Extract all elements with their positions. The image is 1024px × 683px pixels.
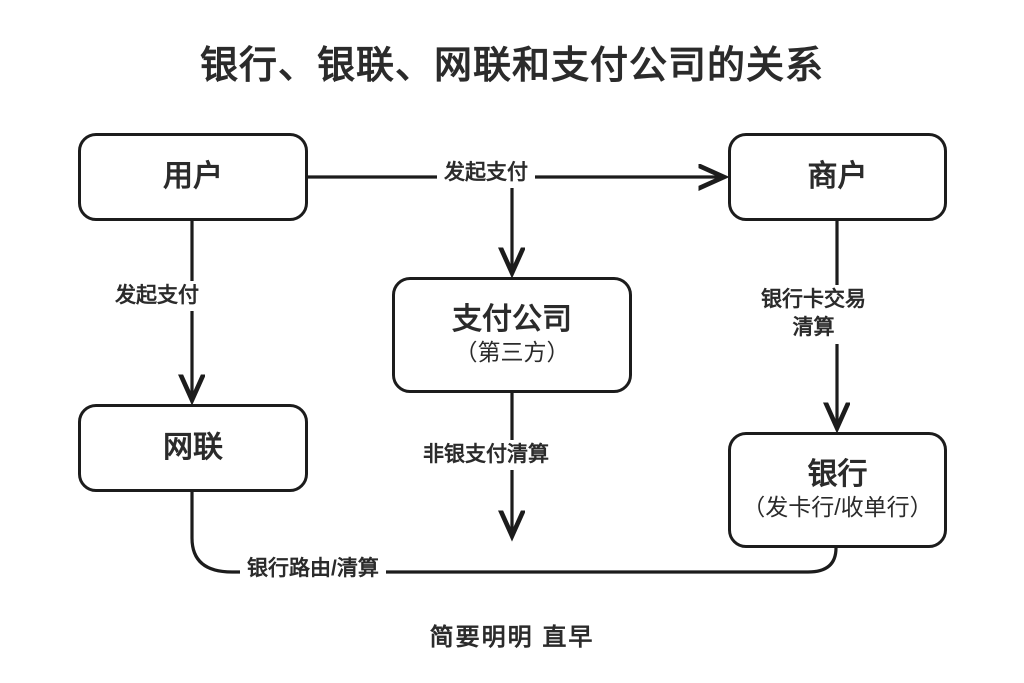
- node-payment-company-sublabel: （第三方）: [454, 339, 570, 366]
- node-user[interactable]: 用户: [78, 133, 308, 221]
- edge-label-merchant-to-bank: 银行卡交易 清算: [755, 285, 872, 344]
- node-nuc-label: 网联: [163, 430, 223, 464]
- node-user-label: 用户: [163, 159, 223, 193]
- footer-caption: 简要明明 直早: [429, 624, 595, 651]
- edge-label-psp-down: 非银支付清算: [416, 440, 556, 471]
- node-payment-company[interactable]: 支付公司 （第三方）: [392, 277, 632, 393]
- edge-label-merchant-to-bank-line1: 银行卡交易: [761, 288, 866, 311]
- node-merchant-label: 商户: [807, 159, 868, 193]
- node-nuc[interactable]: 网联: [78, 404, 308, 492]
- node-merchant[interactable]: 商户: [728, 133, 947, 221]
- node-payment-company-label: 支付公司: [452, 302, 572, 336]
- edge-label-user-to-nuc: 发起支付: [108, 281, 206, 312]
- edge-label-nuc-to-bank: 银行路由/清算: [240, 554, 386, 585]
- node-bank[interactable]: 银行 （发卡行/收单行）: [728, 432, 947, 548]
- node-bank-sublabel: （发卡行/收单行）: [742, 494, 933, 521]
- edge-label-user-to-merchant: 发起支付: [437, 158, 535, 189]
- page-title: 银行、银联、网联和支付公司的关系: [199, 45, 824, 87]
- connector-nuc-to-bank: [190, 492, 838, 574]
- edge-label-merchant-to-bank-line2: 清算: [792, 316, 835, 340]
- node-bank-label: 银行: [807, 457, 868, 491]
